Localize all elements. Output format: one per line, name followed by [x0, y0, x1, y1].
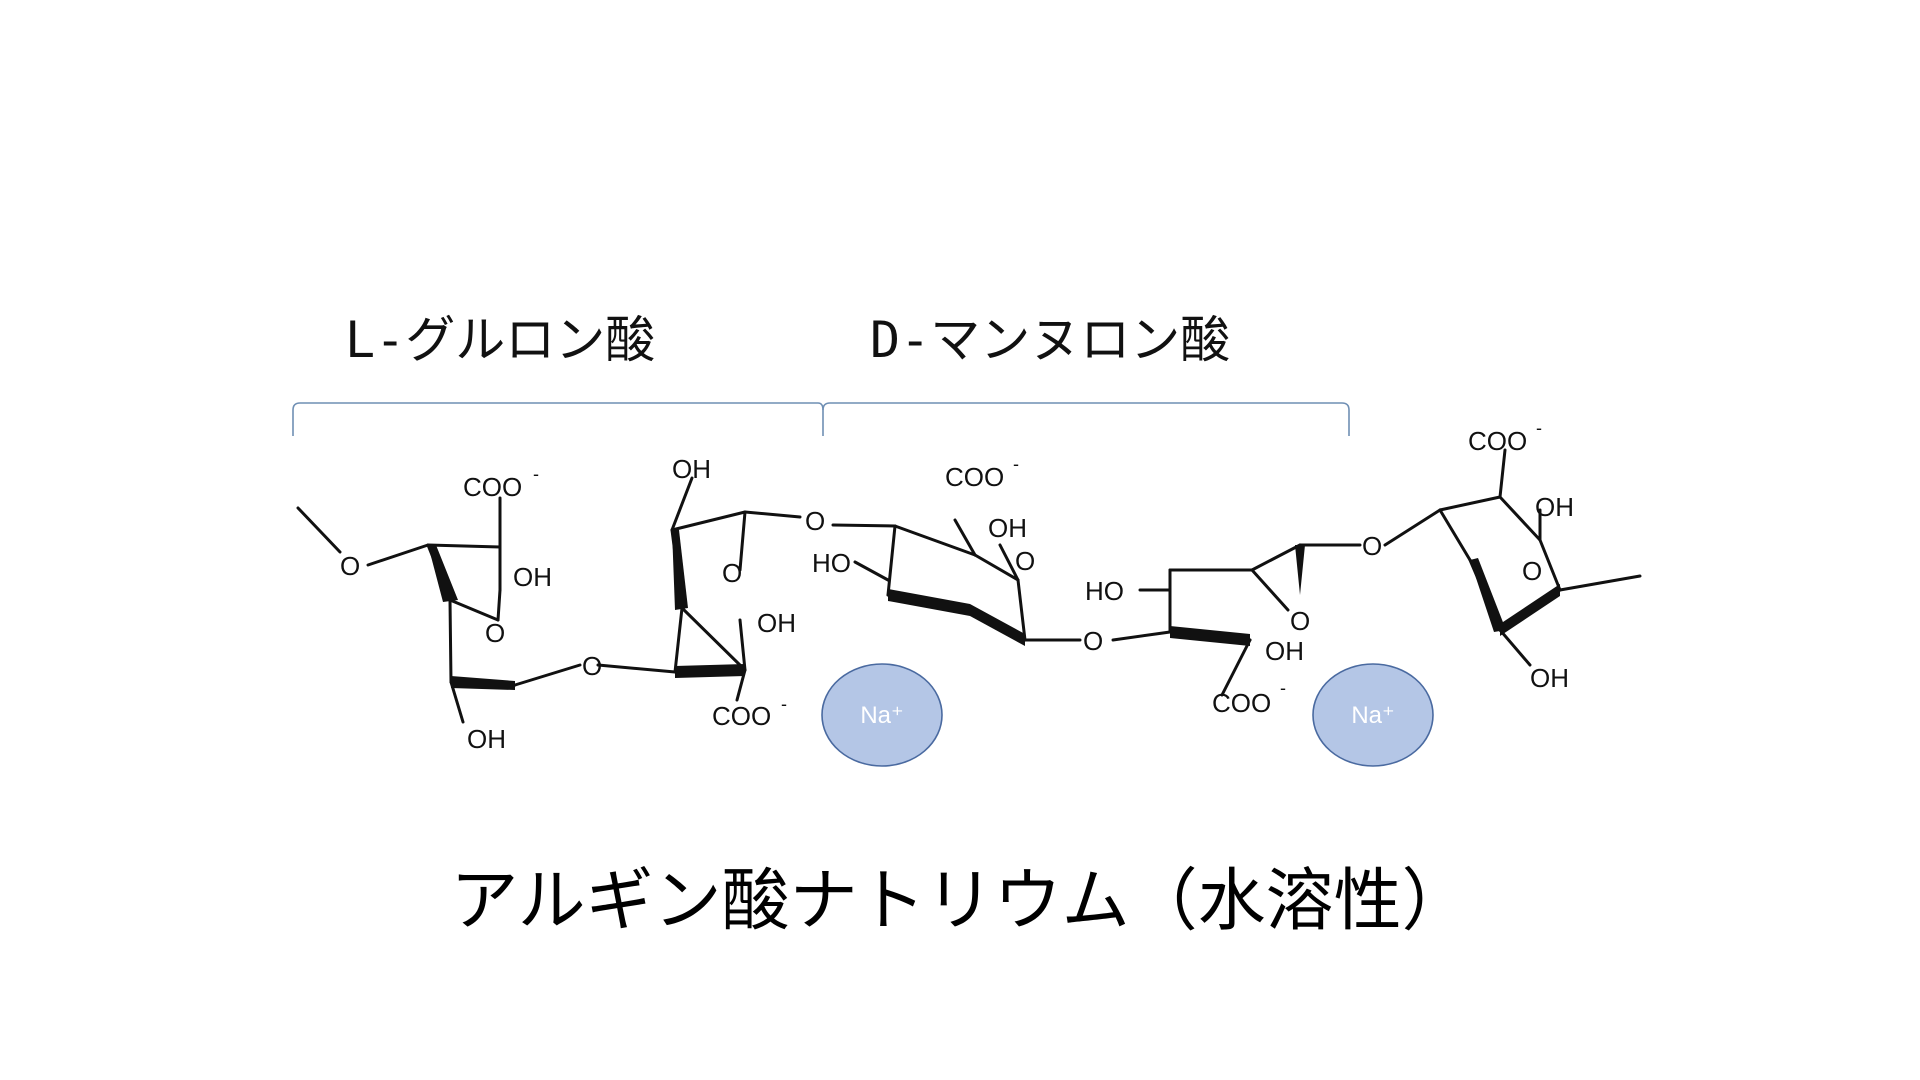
oh-label: OH [1535, 492, 1574, 522]
oh-label: OH [513, 562, 552, 592]
glycosidic-o-label: O [1083, 626, 1103, 656]
ring-o-label: O [722, 558, 742, 588]
charge-label: - [781, 694, 787, 714]
coo-label: COO [1212, 688, 1271, 718]
glycosidic-o-label: O [805, 506, 825, 536]
oh-label: OH [467, 724, 506, 754]
bracket-guluronic [292, 402, 824, 436]
coo-label: COO [945, 462, 1004, 492]
oh-label: OH [988, 513, 1027, 543]
ring-o-label: O [1015, 546, 1035, 576]
ring-o-label: O [1290, 606, 1310, 636]
ring-o-label: O [1522, 556, 1542, 586]
ho-label: HO [1085, 576, 1124, 606]
sodium-alginate-caption: アルギン酸ナトリウム（水溶性） [450, 862, 1470, 941]
charge-label: - [533, 464, 539, 484]
charge-label: - [1013, 454, 1019, 474]
atom-labels: COO - O OH O OH O OH O OH COO - O COO - … [340, 418, 1574, 754]
oh-label: OH [1265, 636, 1304, 666]
bracket-mannuronic [822, 402, 1350, 436]
sodium-ion-label: Na⁺ [1351, 702, 1394, 729]
oh-label: OH [1530, 663, 1569, 693]
structure-wedges [428, 530, 1560, 690]
l-guluronic-label: L-グルロン酸 [345, 311, 656, 369]
glycosidic-o-label: O [582, 651, 602, 681]
sodium-ion-1: Na⁺ [821, 663, 943, 767]
glycosidic-o-label: O [1362, 531, 1382, 561]
oh-label: OH [672, 454, 711, 484]
coo-label: COO [1468, 426, 1527, 456]
sodium-ion-2: Na⁺ [1312, 663, 1434, 767]
charge-label: - [1280, 678, 1286, 698]
ring-o-label: O [485, 618, 505, 648]
coo-label: COO [463, 472, 522, 502]
sodium-ion-label: Na⁺ [860, 702, 903, 729]
ho-label: HO [812, 548, 851, 578]
oh-label: OH [757, 608, 796, 638]
coo-label: COO [712, 701, 771, 731]
d-mannuronic-label: D-マンヌロン酸 [870, 311, 1231, 369]
ether-o-label: O [340, 551, 360, 581]
charge-label: - [1536, 418, 1542, 438]
